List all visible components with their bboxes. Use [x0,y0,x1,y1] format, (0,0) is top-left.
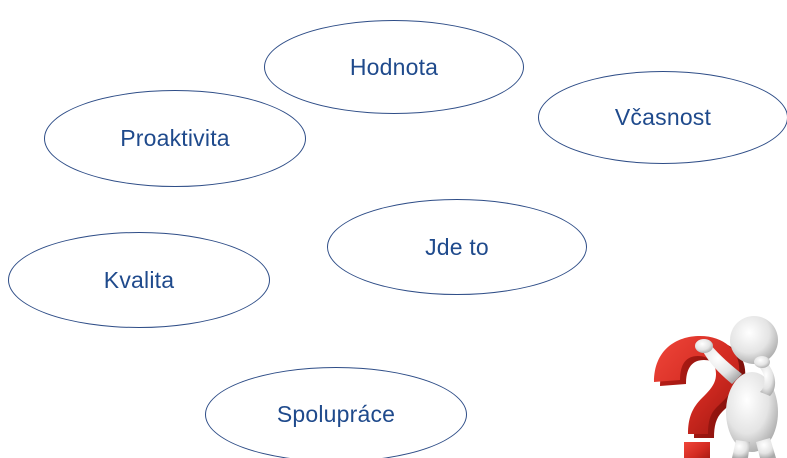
bubble-vcasnost: Včasnost [538,71,787,164]
bubble-label: Hodnota [349,53,439,80]
bubble-label: Spolupráce [276,401,396,427]
bubble-jde-to: Jde to [327,199,587,295]
bubble-label: Kvalita [103,266,175,293]
bubble-proaktivita: Proaktivita [44,90,306,187]
bubble-label: Včasnost [614,104,712,130]
bubble-kvalita: Kvalita [8,232,270,328]
bubble-spoluprace: Spolupráce [205,367,467,458]
thinking-person-with-question-mark-icon [654,316,778,458]
bubble-label: Proaktivita [120,125,230,151]
bubble-hodnota: Hodnota [264,20,524,114]
bubble-label: Jde to [425,233,489,260]
